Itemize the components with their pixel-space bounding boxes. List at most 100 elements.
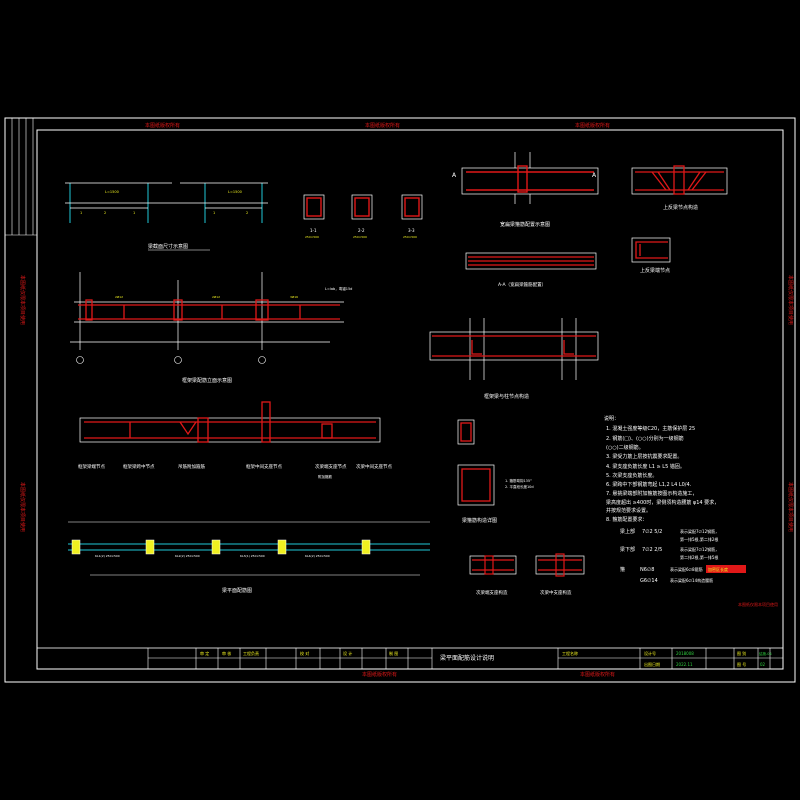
- svg-text:1: 1: [213, 211, 215, 215]
- notes-line-1: 1. 混凝土强度等级C20，主筋保护层 25: [606, 425, 695, 432]
- svg-text:3Ø16: 3Ø16: [290, 294, 298, 299]
- svg-text:KL4(2) 250×500: KL4(2) 250×500: [305, 554, 330, 558]
- row1-a: 梁上部: [620, 528, 635, 535]
- upper-end-detail: 上反梁端节点: [631, 237, 671, 274]
- tb-date-label: 出图日期: [644, 661, 660, 667]
- notes-line-10: 并按规范要求设置。: [606, 507, 651, 514]
- sketch-title: 梁截面尺寸示意图: [148, 243, 188, 250]
- node-label-2: 框架梁跨中节点: [123, 463, 155, 470]
- wide-beam-detail: A A 宽扁梁箍筋配置示意图: [452, 152, 599, 228]
- svg-text:2: 2: [246, 211, 248, 215]
- beam-column-joint: 框架梁与柱节点构造: [429, 318, 599, 400]
- row3-highlight: 加密区长度: [708, 566, 728, 572]
- svg-text:KL1(2) 250×500: KL1(2) 250×500: [95, 554, 120, 558]
- node-label-3: 吊筋附加箍筋: [178, 463, 205, 470]
- row2-b: 7∅2 2/5: [642, 547, 662, 553]
- tb-design-no-label: 设计号: [644, 650, 656, 656]
- notes-line-4: 3. 梁受力筋上层按抗震要求配置。: [606, 453, 682, 460]
- tb-num-label: 图 号: [737, 661, 746, 667]
- continuous-beam: 框架梁端节点 框架梁跨中节点 吊筋附加箍筋 框架中间支座节点 次梁端支座节点 次…: [78, 401, 392, 479]
- node-sub-label: 附加箍筋: [318, 474, 332, 479]
- row2-c: 表示梁配7∅12钢筋，: [680, 546, 719, 552]
- mark-a-right: A: [592, 172, 597, 179]
- drawing-title: 梁平面配筋设计说明: [440, 654, 494, 662]
- section-3-note: 250×500: [403, 235, 417, 239]
- stamp-top-2: 本图纸版权所有: [365, 122, 400, 129]
- stirrup-note-1: 1. 箍筋弯钩135°: [505, 478, 532, 483]
- stamp-bottom-2: 本图纸版权所有: [580, 671, 615, 678]
- svg-text:L=1500: L=1500: [105, 190, 119, 194]
- section-2-note: 250×500: [353, 235, 367, 239]
- tb-project-label: 工程名称: [562, 650, 578, 656]
- section-1-label: 1-1: [310, 228, 317, 233]
- stamp-top-1: 本图纸版权所有: [145, 122, 180, 129]
- secondary-end-title: 次梁端支座构造: [476, 589, 508, 596]
- upper-beam-detail: 上反梁节点构造: [631, 165, 728, 211]
- notes-line-8: 7. 悬挑梁端部附加箍筋按图示构造施工，: [606, 490, 697, 497]
- outer-frame: [4, 117, 796, 683]
- stamp-right-lower: 本图纸仅限本项目使用: [787, 482, 794, 532]
- row4-c: 表示梁配6∅14构造腰筋: [670, 577, 713, 583]
- stamp-left-upper: 本图纸仅限本项目使用: [19, 275, 26, 325]
- secondary-beam-details: 次梁端支座构造 次梁中支座构造: [469, 553, 585, 596]
- svg-text:2Ø12: 2Ø12: [212, 294, 220, 299]
- joint-title: 框架梁与柱节点构造: [484, 393, 529, 400]
- stamp-left-lower: 本图纸仅限本项目使用: [19, 482, 26, 532]
- notes-line-2: 2. 钢筋(□)、(○○)分别为一级钢筋: [606, 435, 684, 442]
- tb-num: 02: [760, 662, 766, 667]
- node-label-6: 次梁中间支座节点: [356, 463, 392, 470]
- row1-d: 第一排5根,第二排2根: [680, 536, 718, 542]
- node-label-5: 次梁端支座节点: [315, 463, 347, 470]
- row3-highlight-bg: [706, 565, 746, 573]
- tb-sheet: 结施-04: [759, 651, 772, 656]
- notes-line-7: 6. 梁跨中下部钢筋弯起 L1,2 L4 L0/4.: [606, 481, 692, 488]
- row1-c: 表示梁配7∅12钢筋，: [680, 528, 719, 534]
- frame-beam-elevation: 2Ø12 2Ø12 3Ø16 L=lab，弯锚15d 框架梁配筋立面示意图: [70, 272, 352, 384]
- row1-b: 7∅2 5/2: [642, 529, 662, 535]
- notes-line-11: 8. 箍筋配置要求：: [606, 516, 647, 523]
- beam-size-sketch: L=1500 L=1500 1 2 1 1 2 梁截面尺寸示意图: [65, 182, 268, 251]
- row4-b: G6∅14: [640, 578, 658, 584]
- tb-cell-2: 审 核: [222, 650, 231, 656]
- aa-section: A-A（宽扁梁箍筋配置）: [465, 252, 597, 288]
- beam-sections: 1-1 2-2 3-3 250×500 250×500 250×500: [303, 194, 423, 239]
- wide-beam-title: 宽扁梁箍筋配置示意图: [500, 221, 550, 228]
- row2-d: 第二排2根,第一排5根: [680, 554, 718, 560]
- stirrup-note-2: 2. 平直段长度10d: [505, 484, 534, 489]
- title-block: 审 定 审 核 工程负责 校 对 设 计 制 图 梁平面配筋设计说明 工程名称 …: [36, 647, 784, 670]
- plan-title: 梁平面配筋图: [222, 587, 252, 594]
- row3-a: 箍: [620, 566, 625, 573]
- tb-cell-4: 校 对: [300, 650, 309, 656]
- tb-date: 2022.11: [676, 662, 693, 667]
- design-notes: 说明： 1. 混凝土强度等级C20，主筋保护层 25 2. 钢筋(□)、(○○)…: [604, 415, 778, 607]
- tb-cell-3: 工程负责: [243, 650, 259, 656]
- secondary-mid-title: 次梁中支座构造: [540, 589, 572, 596]
- stamp-right-upper: 本图纸仅限本项目使用: [787, 275, 794, 325]
- upper-end-title: 上反梁端节点: [640, 267, 670, 274]
- svg-text:1: 1: [80, 211, 82, 215]
- node-label-4: 框架中间支座节点: [246, 463, 282, 470]
- svg-text:KL2(2) 250×500: KL2(2) 250×500: [175, 554, 200, 558]
- tb-cell-6: 制 图: [389, 650, 398, 656]
- stirrup-detail: 1. 箍筋弯钩135° 2. 平直段长度10d 梁箍筋构造详图: [457, 419, 534, 524]
- notes-line-9: 梁高度超出 ≥400时，梁侧须构造腰筋 φ14 要求，: [606, 499, 719, 506]
- svg-text:L=1500: L=1500: [228, 190, 242, 194]
- aa-label: A-A（宽扁梁箍筋配置）: [498, 281, 546, 288]
- row2-a: 梁下部: [620, 546, 635, 553]
- elevation-title: 框架梁配筋立面示意图: [182, 377, 232, 384]
- beam-plan: KL1(2) 250×500 KL2(2) 250×500 KL3(1) 250…: [68, 521, 430, 594]
- tb-cell-5: 设 计: [343, 650, 352, 656]
- tb-sheet-label: 图 别: [737, 650, 746, 656]
- mark-a-left: A: [452, 172, 457, 179]
- svg-text:2: 2: [104, 211, 106, 215]
- row3-c: 表示梁配6∅8箍筋: [670, 566, 703, 572]
- upper-beam-title: 上反梁节点构造: [663, 204, 698, 211]
- svg-text:2Ø12: 2Ø12: [115, 294, 123, 299]
- notes-right-tag: 本图纸仅限本项目使用: [738, 601, 778, 607]
- row3-b: N6∅8: [640, 567, 654, 573]
- tb-design-no: 2018008: [676, 651, 694, 656]
- svg-text:1: 1: [133, 211, 135, 215]
- stirrup-title: 梁箍筋构造详图: [462, 517, 497, 524]
